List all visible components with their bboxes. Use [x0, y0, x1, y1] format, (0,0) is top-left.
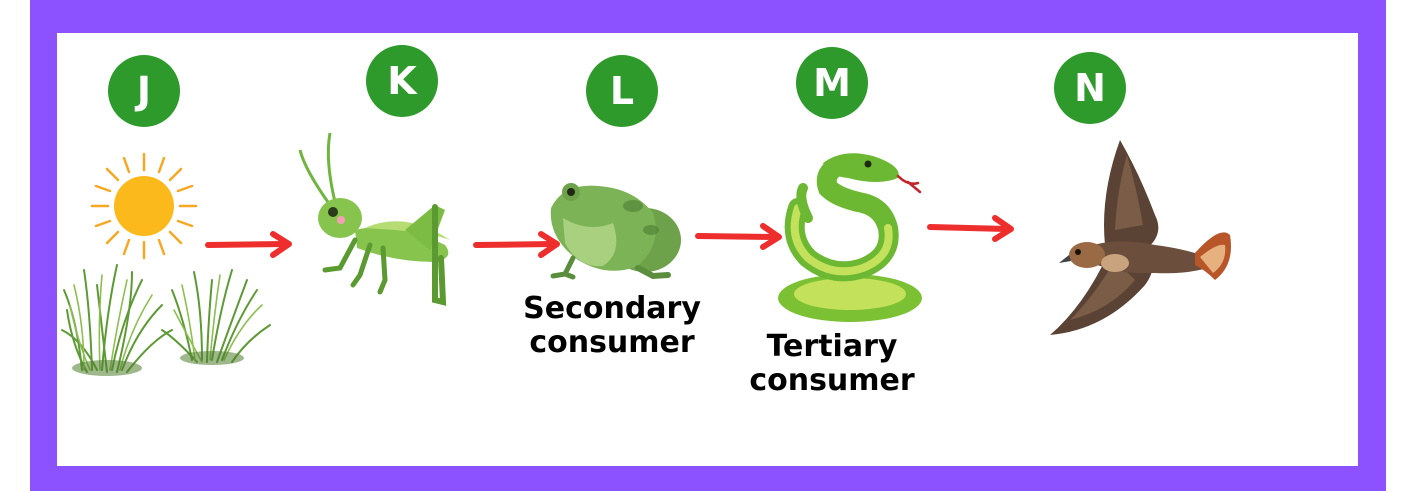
- badge-m: M: [796, 47, 868, 119]
- snake-icon: [778, 153, 922, 322]
- tertiary-consumer-line-2: consumer: [749, 363, 915, 398]
- arrow-2-icon: [473, 231, 560, 258]
- tertiary-consumer-label: Tertiary consumer: [712, 330, 952, 398]
- tertiary-consumer-line-1: Tertiary: [766, 329, 898, 364]
- secondary-consumer-line-2: consumer: [529, 325, 695, 360]
- grasshopper-icon: [298, 132, 450, 306]
- arrow-3-icon: [695, 223, 782, 250]
- secondary-consumer-label: Secondary consumer: [492, 292, 732, 360]
- arrow-1-icon: [205, 231, 292, 258]
- badge-j: J: [108, 55, 180, 127]
- badge-n: N: [1054, 52, 1126, 124]
- hawk-icon: [1050, 140, 1231, 335]
- badge-k: K: [366, 45, 438, 117]
- sun-icon: [90, 152, 198, 260]
- frog-icon: [550, 183, 681, 280]
- arrow-4-icon: [927, 215, 1014, 242]
- badge-l: L: [586, 55, 658, 127]
- secondary-consumer-line-1: Secondary: [523, 291, 701, 326]
- grass-icon: [61, 264, 271, 376]
